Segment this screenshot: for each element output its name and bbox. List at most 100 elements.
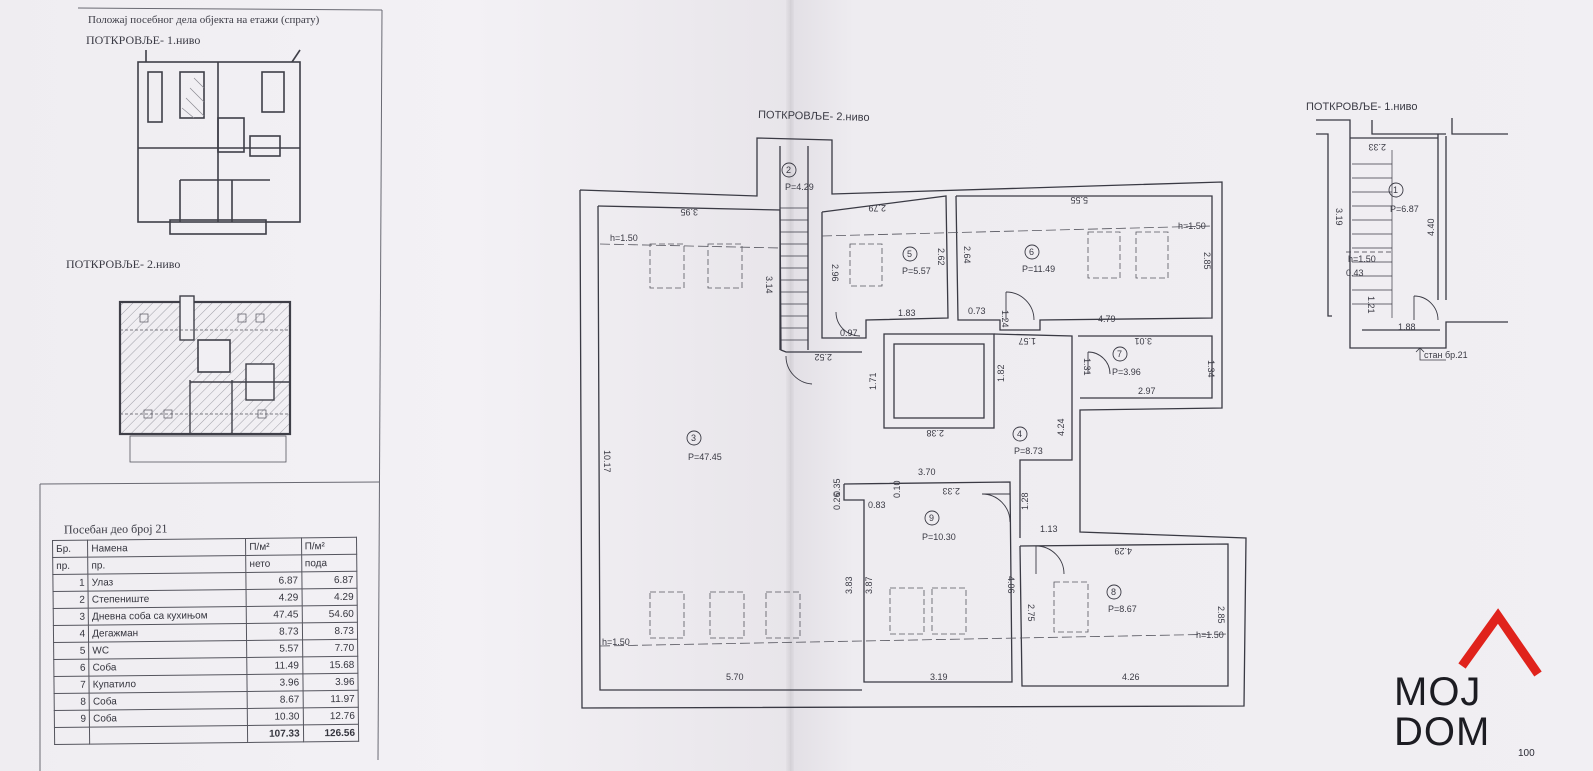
dim-1-28: 1.28	[1020, 492, 1030, 510]
dim-3-87: 3.87	[864, 576, 874, 594]
table-cell	[89, 725, 248, 745]
logo-number: 100	[1518, 748, 1535, 759]
dim-4-79: 4.79	[1098, 314, 1116, 324]
dim-2-85-a: 2.85	[1202, 252, 1212, 270]
room-9-area: P=10.30	[922, 532, 956, 542]
level1-plan-walls	[1316, 118, 1508, 361]
dim-0-35: 0.35	[832, 478, 842, 496]
table-cell: 7.70	[302, 639, 358, 657]
height-label-4: h=1.50	[1196, 630, 1224, 640]
dim-2-75: 2.75	[1026, 604, 1036, 622]
table-cell: Соба	[89, 691, 248, 711]
dim-5-55: 5.55	[1070, 195, 1088, 205]
table-title: Посебан део број 21	[63, 521, 168, 537]
room-7-number: 7	[1117, 349, 1122, 359]
table-header-cell: пода	[301, 554, 357, 572]
table-cell: WC	[88, 640, 247, 660]
mini-plan-level1-hatch	[181, 77, 205, 119]
level1-dim-3-19: 3.19	[1334, 208, 1344, 226]
dim-1-71: 1.71	[868, 372, 878, 390]
table-cell: 5	[53, 642, 89, 660]
table-header-cell: П/м²	[245, 537, 302, 556]
room-2-number: 2	[786, 165, 791, 175]
table-header-cell: пр.	[87, 555, 247, 575]
table-cell: 7	[53, 676, 90, 694]
mini-plan-level2	[118, 295, 292, 463]
table-cell: 6.87	[246, 571, 302, 590]
room-5-area: P=5.57	[902, 266, 931, 276]
dim-2-33: 2.33	[942, 486, 960, 496]
dim-4-06: 4.06	[1006, 576, 1016, 594]
logo-line2: DOM	[1394, 710, 1491, 754]
height-label-1: h=1.50	[610, 233, 638, 243]
table-cell: 5.57	[246, 639, 303, 658]
dim-1-57: 1.57	[1018, 336, 1036, 346]
room-3-number: 3	[691, 433, 696, 443]
dim-3-83: 3.83	[844, 576, 854, 594]
level1-dim-2-33: 2.33	[1368, 142, 1386, 152]
level1-unit-label: стан бр.21	[1424, 350, 1468, 360]
table-cell: 11.97	[302, 690, 359, 708]
door-swings	[785, 291, 1111, 575]
table-cell: Улаз	[88, 572, 247, 592]
room-8-number: 8	[1111, 587, 1116, 597]
table-cell: Степениште	[88, 589, 247, 609]
dim-2-85-b: 2.85	[1216, 606, 1226, 624]
dim-0-73: 0.73	[968, 306, 986, 316]
main-plan-walls	[579, 137, 1247, 709]
table-cell: 11.49	[246, 656, 303, 675]
room-4-number: 4	[1017, 429, 1022, 439]
table-cell: 54.60	[301, 605, 358, 623]
table-cell: 107.33	[247, 724, 304, 743]
table-cell: Дегажман	[88, 623, 247, 643]
dim-1-31: 1.31	[1082, 358, 1092, 376]
table-cell: Купатило	[89, 674, 248, 694]
table-cell: 6.87	[301, 571, 358, 589]
table-header-cell: П/м²	[301, 537, 357, 555]
dim-1-13: 1.13	[1040, 524, 1058, 534]
level1-dim-4-40: 4.40	[1426, 218, 1436, 236]
dim-2-38: 2.38	[926, 428, 944, 438]
level1-dim-0-43: 0.43	[1346, 268, 1364, 278]
table-cell: 10.30	[247, 707, 304, 726]
level1-labels: 1 P=6.87 2.33 3.19 h=1.50 4.40 0.43 1.21…	[1334, 142, 1468, 360]
height-label-3: h=1.50	[602, 637, 630, 647]
table-header-cell: нето	[245, 554, 302, 573]
table-cell: Дневна соба са кухињом	[88, 606, 247, 626]
room-2-area: P=4.29	[785, 182, 814, 192]
table-cell: 47.45	[246, 605, 302, 624]
table-cell: 8	[54, 693, 90, 711]
table-cell: 8.67	[247, 690, 303, 709]
level1-dim-1-21: 1.21	[1366, 296, 1376, 314]
left-heading: Положај посебног дела објекта на етажи (…	[88, 14, 320, 26]
table-cell: Соба	[89, 708, 248, 728]
dim-10-17: 10.17	[602, 450, 612, 473]
table-cell: 6	[53, 659, 90, 677]
table-cell: 3.96	[247, 673, 303, 692]
level1-plan-title: ПОТКРОВЉЕ- 1.ниво	[1306, 101, 1418, 113]
level1-height: h=1.50	[1348, 254, 1376, 264]
table-cell: 4	[53, 625, 89, 643]
room-5-number: 5	[907, 249, 912, 259]
table-cell: 3	[53, 608, 89, 626]
skylights	[649, 231, 1169, 639]
dim-3-14: 3.14	[764, 276, 774, 294]
table-cell: 8.73	[246, 622, 303, 641]
dim-2-97: 2.97	[1138, 386, 1156, 396]
dim-4-24: 4.24	[1056, 418, 1066, 436]
dimension-labels: 3.95 2.79 5.55 3.14 2.96 2.62 2.64 2.85 …	[602, 195, 1226, 682]
dim-0-10: 0.10	[892, 480, 902, 498]
room-8-area: P=8.67	[1108, 604, 1137, 614]
logo-line1: MOJ	[1394, 670, 1482, 714]
room-4-area: P=8.73	[1014, 446, 1043, 456]
dim-1-34: 1.34	[1206, 360, 1216, 378]
table-cell: 15.68	[302, 656, 358, 674]
room-6-number: 6	[1029, 247, 1034, 257]
dim-4-29: 4.29	[1114, 546, 1132, 556]
table-cell	[54, 727, 90, 745]
table-cell: 3.96	[302, 673, 359, 691]
table-cell: 4.29	[301, 588, 358, 606]
room-3-area: P=47.45	[688, 452, 722, 462]
room-7-area: P=3.96	[1112, 367, 1141, 377]
